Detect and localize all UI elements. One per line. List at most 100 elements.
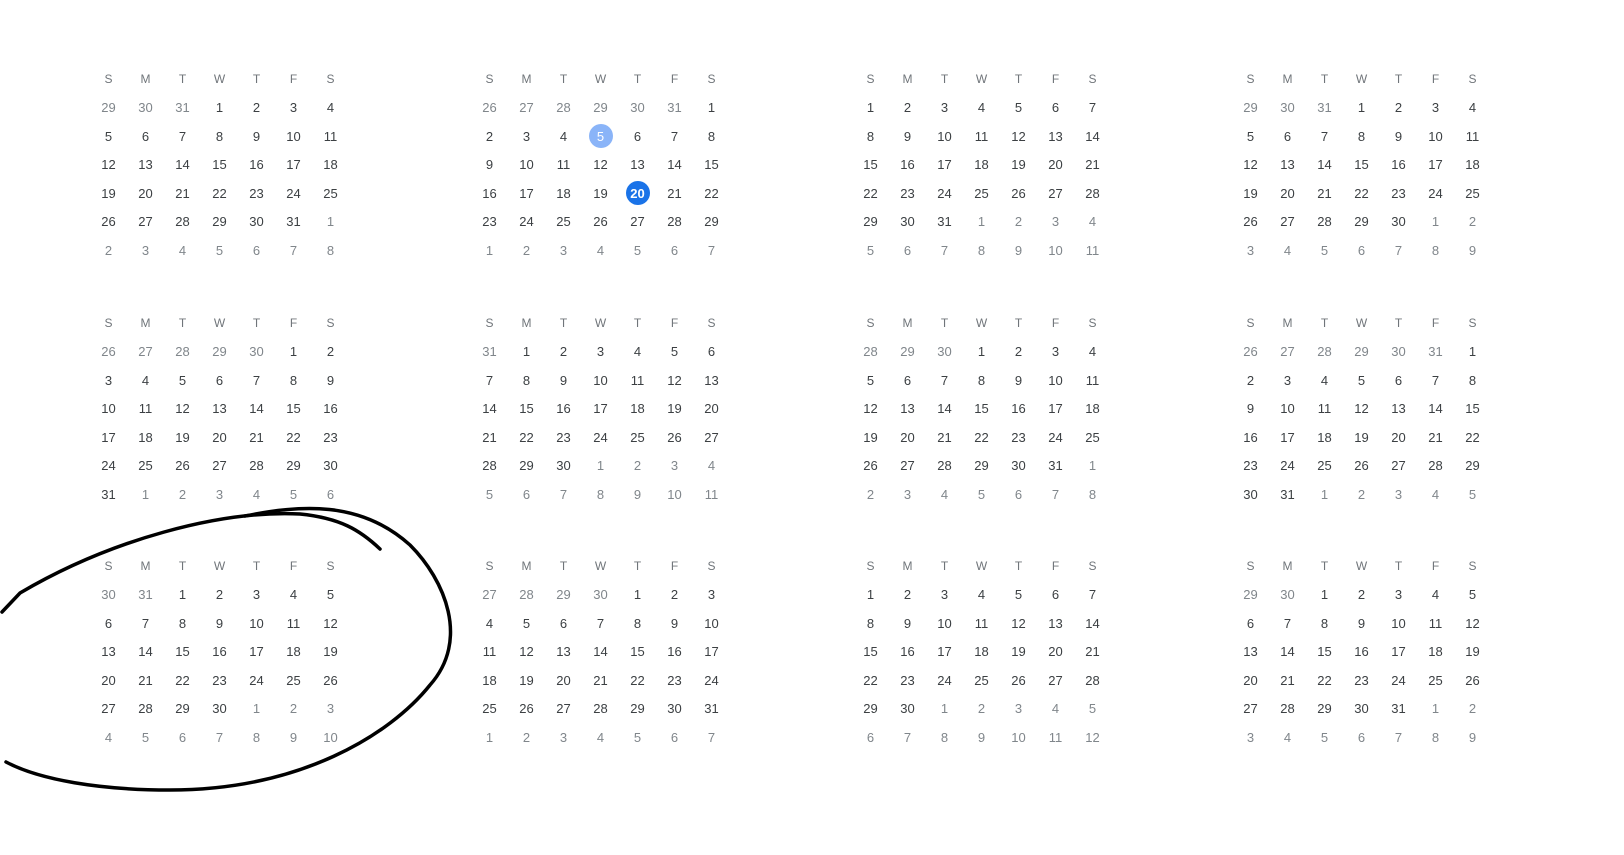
day-cell[interactable]: 28 [1306, 338, 1343, 367]
day-cell[interactable]: 18 [619, 395, 656, 424]
day-cell[interactable]: 7 [693, 236, 730, 265]
day-cell[interactable]: 1 [1343, 94, 1380, 123]
day-cell[interactable]: 22 [619, 666, 656, 695]
day-cell[interactable]: 29 [1306, 695, 1343, 724]
day-cell[interactable]: 2 [1343, 480, 1380, 509]
day-cell[interactable]: 26 [852, 452, 889, 481]
day-cell[interactable]: 6 [508, 480, 545, 509]
day-cell[interactable]: 13 [693, 366, 730, 395]
day-cell[interactable]: 2 [963, 695, 1000, 724]
day-cell[interactable]: 4 [90, 723, 127, 752]
day-cell[interactable]: 2 [1232, 366, 1269, 395]
day-cell[interactable]: 5 [1232, 122, 1269, 151]
day-cell[interactable]: 30 [1232, 480, 1269, 509]
day-cell[interactable]: 3 [127, 236, 164, 265]
day-cell[interactable]: 3 [1232, 236, 1269, 265]
day-cell[interactable]: 29 [545, 581, 582, 610]
day-cell[interactable]: 1 [1417, 208, 1454, 237]
day-cell[interactable]: 4 [1454, 94, 1491, 123]
day-cell[interactable]: 2 [1343, 581, 1380, 610]
day-cell[interactable]: 5 [1306, 236, 1343, 265]
day-cell[interactable]: 26 [1232, 338, 1269, 367]
day-cell[interactable]: 7 [471, 366, 508, 395]
day-cell[interactable]: 26 [656, 423, 693, 452]
day-cell[interactable]: 3 [90, 366, 127, 395]
day-cell[interactable]: 18 [471, 666, 508, 695]
day-cell[interactable]: 9 [545, 366, 582, 395]
day-cell[interactable]: 22 [693, 179, 730, 208]
day-cell[interactable]: 29 [201, 208, 238, 237]
day-cell[interactable]: 12 [164, 395, 201, 424]
day-cell[interactable]: 3 [926, 581, 963, 610]
day-cell[interactable]: 5 [1000, 581, 1037, 610]
day-cell[interactable]: 1 [1074, 452, 1111, 481]
day-cell[interactable]: 18 [545, 179, 582, 208]
day-cell[interactable]: 28 [1417, 452, 1454, 481]
day-cell[interactable]: 8 [1306, 609, 1343, 638]
day-cell[interactable]: 7 [1269, 609, 1306, 638]
day-cell[interactable]: 9 [656, 609, 693, 638]
day-cell[interactable]: 1 [693, 94, 730, 123]
day-cell[interactable]: 4 [1417, 480, 1454, 509]
day-cell[interactable]: 5 [1454, 480, 1491, 509]
day-cell[interactable]: 11 [1037, 723, 1074, 752]
day-cell[interactable]: 22 [275, 423, 312, 452]
day-cell[interactable]: 24 [508, 208, 545, 237]
day-cell[interactable]: 2 [1380, 94, 1417, 123]
day-cell[interactable]: 4 [963, 94, 1000, 123]
day-cell[interactable]: 10 [312, 723, 349, 752]
day-cell[interactable]: 29 [693, 208, 730, 237]
day-cell[interactable]: 14 [1269, 638, 1306, 667]
day-cell[interactable]: 27 [1380, 452, 1417, 481]
day-cell[interactable]: 2 [656, 581, 693, 610]
day-cell[interactable]: 3 [1037, 338, 1074, 367]
day-cell[interactable]: 30 [1343, 695, 1380, 724]
day-cell[interactable]: 4 [926, 480, 963, 509]
day-cell[interactable]: 22 [164, 666, 201, 695]
day-cell[interactable]: 8 [1074, 480, 1111, 509]
day-cell[interactable]: 27 [1037, 666, 1074, 695]
day-cell[interactable]: 27 [1232, 695, 1269, 724]
day-cell[interactable]: 6 [1232, 609, 1269, 638]
day-cell[interactable]: 2 [164, 480, 201, 509]
day-cell[interactable]: 13 [1269, 151, 1306, 180]
day-cell[interactable]: 17 [1417, 151, 1454, 180]
day-cell[interactable]: 19 [164, 423, 201, 452]
day-cell[interactable]: 11 [963, 122, 1000, 151]
day-cell[interactable]: 24 [693, 666, 730, 695]
day-cell[interactable]: 21 [164, 179, 201, 208]
day-cell[interactable]: 3 [693, 581, 730, 610]
day-cell[interactable]: 4 [1074, 208, 1111, 237]
day-cell[interactable]: 26 [1232, 208, 1269, 237]
day-cell[interactable]: 30 [312, 452, 349, 481]
day-cell[interactable]: 9 [1343, 609, 1380, 638]
day-cell[interactable]: 18 [1074, 395, 1111, 424]
day-cell[interactable]: 10 [275, 122, 312, 151]
day-cell[interactable]: 3 [1037, 208, 1074, 237]
day-cell[interactable]: 30 [127, 94, 164, 123]
day-cell[interactable]: 19 [508, 666, 545, 695]
day-cell[interactable]: 31 [127, 581, 164, 610]
day-cell[interactable]: 9 [238, 122, 275, 151]
day-cell[interactable]: 1 [926, 695, 963, 724]
day-cell[interactable]: 8 [508, 366, 545, 395]
day-cell[interactable]: 29 [508, 452, 545, 481]
day-cell[interactable]: 17 [693, 638, 730, 667]
day-cell[interactable]: 8 [963, 366, 1000, 395]
day-cell[interactable]: 20 [1037, 151, 1074, 180]
day-cell[interactable]: 30 [238, 338, 275, 367]
day-cell[interactable]: 8 [619, 609, 656, 638]
day-cell[interactable]: 12 [508, 638, 545, 667]
day-cell[interactable]: 16 [656, 638, 693, 667]
day-cell[interactable]: 17 [582, 395, 619, 424]
day-cell[interactable]: 9 [201, 609, 238, 638]
day-cell[interactable]: 18 [1306, 423, 1343, 452]
day-cell-selected[interactable]: 5 [582, 122, 619, 151]
day-cell[interactable]: 26 [164, 452, 201, 481]
day-cell[interactable]: 16 [1000, 395, 1037, 424]
day-cell[interactable]: 11 [1454, 122, 1491, 151]
day-cell[interactable]: 26 [90, 338, 127, 367]
day-cell[interactable]: 19 [582, 179, 619, 208]
day-cell[interactable]: 28 [852, 338, 889, 367]
day-cell[interactable]: 19 [1454, 638, 1491, 667]
